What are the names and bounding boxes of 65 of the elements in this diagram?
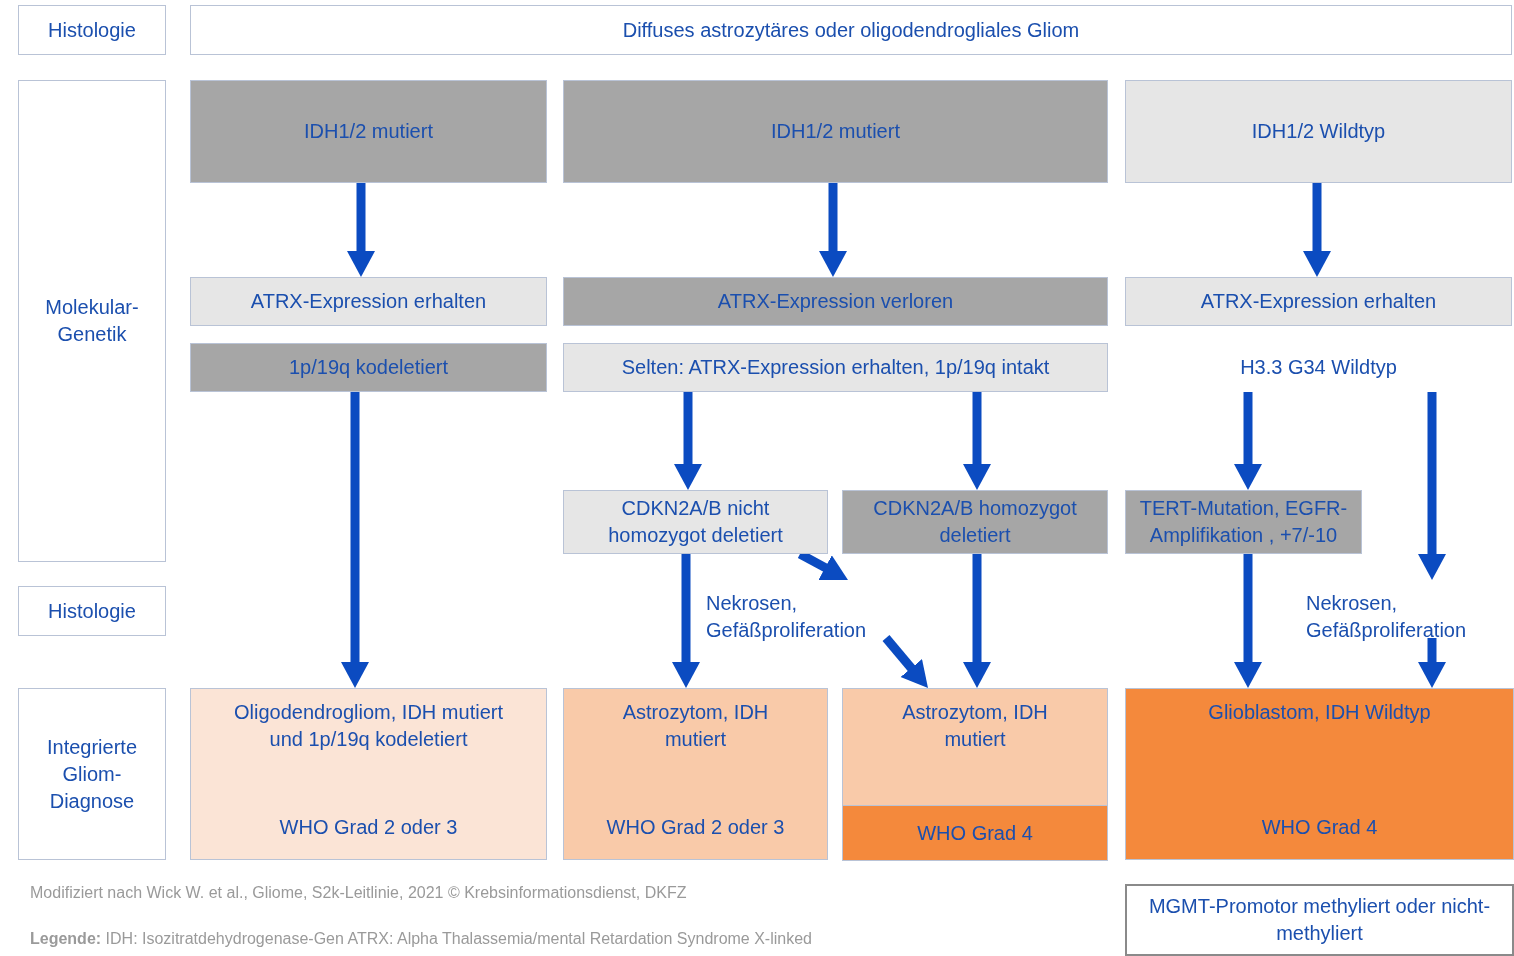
node-text: ATRX-Expression erhalten — [250, 289, 487, 314]
node-text: Diffuses astrozytäres oder oligodendrogliales Gliom — [622, 17, 1080, 43]
process-box — [190, 343, 547, 392]
node-text: MGMT-Promotor methyliert oder nicht-methyliert — [1147, 894, 1492, 946]
arrow — [341, 392, 369, 688]
diagnosis-text: Oligodendrogliom, IDH mutiert und 1p/19q kodeletiert — [233, 700, 504, 752]
node-text: H3.3 G34 Wildtyp — [1240, 355, 1397, 380]
arrow — [819, 183, 847, 277]
arrow — [672, 554, 700, 688]
process-box — [1125, 490, 1362, 554]
header-box — [190, 5, 1512, 55]
arrow — [1418, 638, 1446, 688]
node-text: ATRX-Expression verloren — [717, 289, 954, 314]
node-text: IDH1/2 mutiert — [771, 119, 900, 144]
process-box — [563, 277, 1108, 326]
process-box — [842, 490, 1108, 554]
arrow — [674, 392, 702, 490]
node-text: Nekrosen, Gefäßproliferation — [1306, 591, 1468, 643]
diagnosis-text: Glioblastom, IDH Wildtyp — [1207, 700, 1432, 725]
row-header — [18, 688, 166, 860]
node-text: ATRX-Expression erhalten — [1200, 289, 1437, 314]
diagnosis-box — [563, 688, 828, 860]
node-text: Molekular-Genetik — [44, 295, 140, 347]
row-header — [18, 586, 166, 636]
arrow — [1234, 554, 1262, 688]
grade-text: WHO Grad 4 — [1260, 815, 1379, 840]
arrow — [1234, 392, 1262, 490]
process-box — [563, 80, 1108, 183]
row-header — [18, 80, 166, 562]
grade-text: WHO Grad 2 oder 3 — [278, 815, 459, 840]
arrow — [1303, 183, 1331, 277]
process-box — [563, 343, 1108, 392]
diagnosis-text: Astrozytom, IDH mutiert — [901, 700, 1049, 752]
node-text: CDKN2A/B nicht homozygot deletiert — [607, 496, 784, 548]
diagnosis-text: Astrozytom, IDH mutiert — [621, 700, 770, 752]
node-text: Nekrosen, Gefäßproliferation — [706, 591, 868, 643]
grade-band — [842, 805, 1108, 861]
legend-note: Legende: IDH: Isozitratdehydrogenase-Gen ATRX: Alpha Thalassemia/mental Retardation Syndrome X-linked — [30, 930, 812, 948]
process-box — [1125, 80, 1512, 183]
diagnosis-box — [842, 688, 1108, 860]
arrow — [882, 635, 928, 688]
arrow — [347, 183, 375, 277]
node-text: Integrierte Gliom-Diagnose — [45, 734, 139, 814]
row-header — [18, 5, 166, 55]
process-box — [1125, 277, 1512, 326]
process-box — [190, 80, 547, 183]
arrow — [963, 554, 991, 688]
process-box — [190, 277, 547, 326]
diagnosis-box — [1125, 688, 1514, 860]
arrow — [1418, 392, 1446, 580]
node-text: WHO Grad 4 — [916, 820, 1034, 846]
node-text: 1p/19q kodeletiert — [289, 355, 448, 380]
node-text: IDH1/2 mutiert — [304, 119, 433, 144]
node-text: CDKN2A/B homozygot deletiert — [872, 496, 1078, 548]
arrow — [963, 392, 991, 490]
node-text: TERT-Mutation, EGFR-Amplifikation , +7/-10 — [1138, 496, 1349, 548]
node-text: Histologie — [48, 598, 136, 624]
node-text: IDH1/2 Wildtyp — [1251, 119, 1386, 144]
diagnosis-box — [190, 688, 547, 860]
node-text: Selten: ATRX-Expression erhalten, 1p/19q intakt — [621, 355, 1050, 380]
info-box — [1125, 884, 1514, 956]
node-text: Histologie — [48, 17, 136, 43]
source-note: Modifiziert nach Wick W. et al., Gliome, S2k-Leitlinie, 2021 © Krebsinformationsdienst, DKFZ — [30, 884, 687, 902]
grade-text: WHO Grad 2 oder 3 — [605, 815, 786, 840]
process-box — [563, 490, 828, 554]
